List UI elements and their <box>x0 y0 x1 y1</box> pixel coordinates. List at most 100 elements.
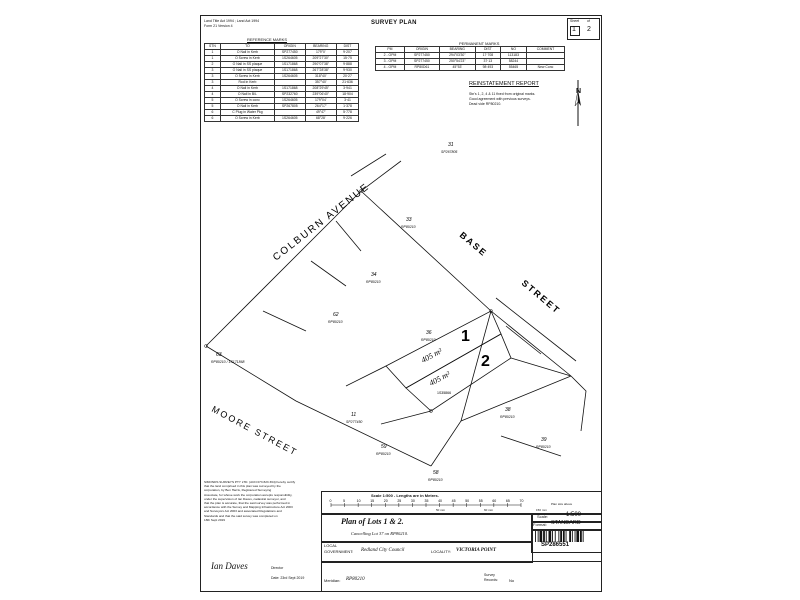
barcode-bar <box>552 531 553 542</box>
scale-mm-right: 150 mm <box>536 508 547 512</box>
lot-boundary-b <box>460 375 572 422</box>
scale-tick-label: 55 <box>479 499 483 503</box>
north-arrow-icon <box>574 80 581 126</box>
certificate-line: that the land comprised in this plan was… <box>204 484 281 489</box>
parcel-59-plan: RP80210 <box>376 452 391 456</box>
format-value: STANDARD <box>551 520 581 526</box>
lot-2-number: 2 <box>481 353 490 370</box>
ref-1s35866: 1S35866 <box>437 391 451 395</box>
reference-mark-cell: 9·226 <box>336 115 359 122</box>
scale-tick-label: 45 <box>452 499 456 503</box>
barcode-bar <box>562 531 565 542</box>
surveyor-certificate: SIMONDS SURVEYS PTY LTD. (ACN 073 823 36… <box>204 480 316 522</box>
government-box <box>321 541 533 563</box>
certificate-line: Standards and that the said survey was c… <box>204 513 278 518</box>
local-label: LOCAL <box>324 543 338 548</box>
plan-number: SP286551 <box>541 542 570 548</box>
act-line-1: Land Title Act 1994 ; Land Act 1994 <box>204 19 260 23</box>
plan-subtitle: Cancelling Lot 37 on RP80210. <box>351 531 409 536</box>
scale-tick-label: 30 <box>411 499 415 503</box>
director-label: Director <box>271 566 284 570</box>
barcode-bar <box>582 531 584 542</box>
barcode-bar <box>569 531 571 542</box>
certificate-line: 18th Sept 2019 <box>204 517 225 522</box>
scale-tick-label: 15 <box>370 499 374 503</box>
barcode-icon <box>535 531 584 542</box>
barcode-bar <box>539 531 543 542</box>
barcode-bar <box>535 531 536 542</box>
parcel-33-num: 33 <box>406 217 412 223</box>
parcel-11-plan: SP277450 <box>346 420 362 424</box>
format-label: Format: <box>533 522 547 527</box>
parcel-58-num: 58 <box>433 470 439 476</box>
reference-mark-cell: O Screw in Kerb <box>219 115 276 122</box>
certificate-line: corporation, by Ben Harris, Registered S… <box>204 488 272 493</box>
reinstatement-line-3: Dead vide RP80210. <box>469 102 502 106</box>
parcel-62-plan: RP80210 <box>328 320 343 324</box>
parcel-63-num: 63 <box>216 352 222 358</box>
plan-size-note: Plan size above <box>551 502 573 506</box>
signature: Ian Daves <box>211 561 248 571</box>
scale-caption: Scale 1:500 - Lengths are in Metres. <box>371 493 439 498</box>
lot-1-area: 405 m² <box>420 346 444 365</box>
parcel-39-num: 39 <box>541 437 547 443</box>
plan-title: Plan of Lots 1 & 2. <box>341 517 404 526</box>
parcel-36-num: 36 <box>426 330 432 336</box>
colburn-boundary <box>205 160 402 347</box>
scale-tick-label: 0 <box>330 499 332 503</box>
parcel-38-plan: RP80210 <box>500 415 515 419</box>
parcel-62-num: 62 <box>333 312 339 318</box>
reference-marks-title: REFERENCE MARKS <box>247 37 288 42</box>
meridian-label: Meridian: <box>324 578 341 583</box>
barcode-bar <box>548 531 552 542</box>
government-label: GOVERNMENT: <box>324 549 354 554</box>
parcel-34-plan: RP80210 <box>366 280 381 284</box>
barcode-bar <box>545 531 547 542</box>
barcode-bar <box>576 531 580 542</box>
reference-mark-cell: 68°28' <box>304 115 338 122</box>
scale-mm-mid: 60 mm <box>484 508 494 512</box>
scale-tick-label: 50 <box>465 499 469 503</box>
certificate-line: Associate, for whose work the corporatio… <box>204 492 293 497</box>
barcode-bar <box>574 531 576 542</box>
sheet-box <box>567 18 600 40</box>
street-moore: MOORE STREET <box>210 404 299 458</box>
format-cell <box>531 521 602 531</box>
barcode-bar <box>560 531 562 542</box>
scale-area <box>321 491 602 515</box>
sheet-of: of <box>587 19 590 23</box>
barcode-bar <box>558 531 560 542</box>
parcel-59-num: 59 <box>381 444 387 450</box>
north-label: N <box>576 88 582 95</box>
certificate-line: accordance with the Survey and Mapping I… <box>204 505 293 510</box>
moore-street-boundary <box>205 345 432 467</box>
survey-plan-sheet: Land Title Act 1994 ; Land Act 1994 Form… <box>200 15 602 592</box>
parcel-36-plan: RP80210 <box>421 338 436 342</box>
sheet-label: Sheet <box>570 19 580 23</box>
street-base: BASE <box>458 230 490 259</box>
certificate-line: SIMONDS SURVEYS PTY LTD. (ACN 073 823 36… <box>204 480 296 484</box>
sheet-number: 1 <box>572 26 576 33</box>
certificate-line: that the plan is accurate, that the said… <box>204 501 290 506</box>
lot-2-outline <box>405 333 512 412</box>
scale-tick-label: 70 <box>520 499 524 503</box>
certificate-line: under the supervision of Ian Daves, cada… <box>204 496 286 501</box>
permanent-mark-cell: New Conc <box>525 64 566 71</box>
scale-tick-label: 20 <box>384 499 388 503</box>
scale-tick-label: 60 <box>492 499 496 503</box>
government-value: Redland City Council <box>361 548 405 553</box>
street-right: STREET <box>520 278 563 316</box>
parcel-33-plan: RP80210 <box>401 225 416 229</box>
records-value: No <box>509 578 515 583</box>
scale-tick-label: 10 <box>357 499 361 503</box>
street-colburn: COLBURN AVENUE <box>271 181 372 263</box>
sheet-num-box <box>570 26 580 36</box>
barcode-bar <box>554 531 556 542</box>
lot-2-area: 405 m² <box>428 369 452 388</box>
parcel-58-plan: RP80210 <box>428 478 443 482</box>
scale-tick-label: 5 <box>343 499 345 503</box>
